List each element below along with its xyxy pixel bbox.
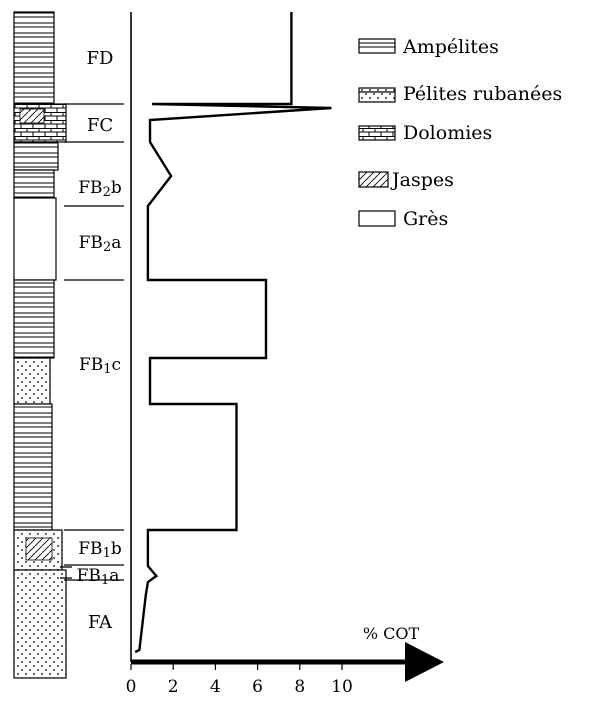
cot-line-series — [134, 12, 332, 654]
x-tick-label: 2 — [168, 677, 179, 697]
cot-x-axis-arrowhead — [405, 642, 444, 682]
formation-label-fb2b: FB2b — [78, 178, 122, 200]
legend: Ampélites Pélites rubanées Dolomies Jasp… — [358, 36, 562, 230]
legend-swatch-jaspes — [358, 171, 389, 188]
formation-labels: FD FC FB2b FB2a FB1c FB1b FB1a FA — [77, 48, 122, 633]
legend-swatch-pelites — [358, 87, 396, 103]
cot-x-ticks: 0 2 4 6 8 10 — [126, 664, 353, 697]
litho-layer-ampelites — [13, 169, 55, 199]
legend-label-ampelites: Ampélites — [402, 36, 499, 58]
litho-layer-gres — [13, 197, 57, 281]
legend-label-pelites: Pélites rubanées — [403, 83, 562, 105]
formation-boundaries — [64, 103, 124, 581]
x-tick-label: 6 — [252, 677, 263, 697]
legend-label-jaspes: Jaspes — [390, 169, 454, 191]
litho-layer-jaspes — [19, 108, 45, 124]
formation-label-fb1b: FB1b — [78, 539, 122, 561]
legend-label-gres: Grès — [403, 208, 448, 230]
formation-label-fa: FA — [88, 612, 113, 633]
legend-swatch-dolomies — [358, 125, 396, 141]
litho-layer-ampelites — [13, 403, 53, 531]
litho-layer-jaspes — [25, 537, 53, 561]
cot-axis-label: % COT — [363, 624, 420, 643]
legend-swatch-gres — [358, 210, 396, 227]
litho-layer-ampelites — [13, 11, 55, 105]
litho-layer-pelites — [13, 569, 67, 679]
litho-layer-ampelites — [13, 141, 59, 171]
lithology-column — [13, 11, 67, 679]
x-tick-label: 4 — [210, 677, 221, 697]
legend-swatch-ampelites — [358, 38, 396, 54]
formation-label-fb1a: FB1a — [77, 566, 120, 588]
formation-label-fc: FC — [87, 115, 113, 136]
formation-label-fd: FD — [87, 48, 114, 69]
x-tick-label: 0 — [126, 677, 137, 697]
litho-layer-pelites — [13, 357, 51, 405]
formation-label-fb2a: FB2a — [79, 233, 122, 255]
formation-label-fb1c: FB1c — [79, 355, 121, 377]
x-tick-label: 8 — [294, 677, 305, 697]
litho-layer-ampelites — [13, 279, 55, 359]
x-tick-label: 10 — [331, 677, 353, 697]
legend-label-dolomies: Dolomies — [403, 122, 492, 144]
